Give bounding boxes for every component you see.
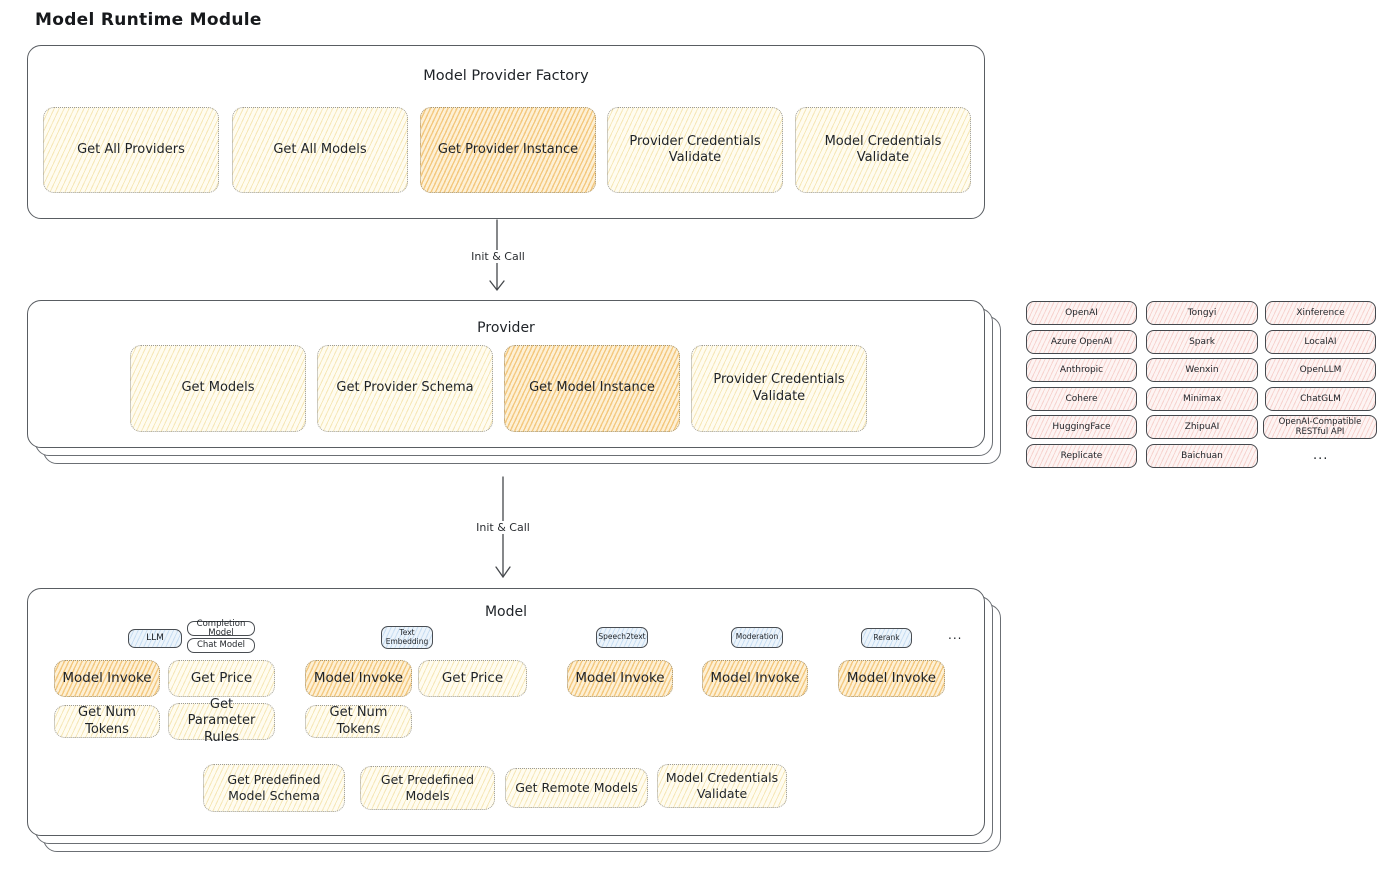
rerank-model-invoke-button[interactable]: Model Invoke: [838, 660, 945, 697]
provider-list-ellipsis: ...: [1313, 448, 1329, 463]
provider-get-models-button[interactable]: Get Models: [130, 345, 306, 432]
factory-model-credentials-validate-button[interactable]: Model Credentials Validate: [795, 107, 971, 193]
llm-get-price-button[interactable]: Get Price: [168, 660, 275, 697]
tag-text-embedding[interactable]: Text Embedding: [381, 626, 433, 649]
provider-panel-title: Provider: [477, 320, 535, 336]
text-embedding-model-invoke-button[interactable]: Model Invoke: [305, 660, 412, 697]
provider-pill-zhipuai[interactable]: ZhipuAI: [1146, 415, 1258, 439]
factory-panel-title: Model Provider Factory: [423, 68, 589, 84]
provider-provider-credentials-validate-button[interactable]: Provider Credentials Validate: [691, 345, 867, 432]
factory-get-all-providers-button[interactable]: Get All Providers: [43, 107, 219, 193]
page-title: Model Runtime Module: [35, 10, 262, 30]
provider-pill-openai[interactable]: OpenAI: [1026, 301, 1137, 325]
provider-pill-cohere[interactable]: Cohere: [1026, 387, 1137, 411]
factory-get-provider-instance-button[interactable]: Get Provider Instance: [420, 107, 596, 193]
provider-pill-baichuan[interactable]: Baichuan: [1146, 444, 1258, 468]
provider-pill-spark[interactable]: Spark: [1146, 330, 1258, 354]
provider-get-model-instance-button[interactable]: Get Model Instance: [504, 345, 680, 432]
provider-pill-chatglm[interactable]: ChatGLM: [1265, 387, 1376, 411]
arrow-label-init-call-1: Init & Call: [467, 250, 529, 263]
model-panel-title: Model: [484, 604, 528, 620]
provider-pill-huggingface[interactable]: HuggingFace: [1026, 415, 1137, 439]
tag-completion-model[interactable]: Completion Model: [187, 620, 255, 637]
llm-model-invoke-button[interactable]: Model Invoke: [54, 660, 160, 697]
provider-pill-tongyi[interactable]: Tongyi: [1146, 301, 1258, 325]
provider-pill-localai[interactable]: LocalAI: [1265, 330, 1376, 354]
model-tags-ellipsis: ...: [948, 628, 963, 642]
provider-pill-openllm[interactable]: OpenLLM: [1265, 358, 1376, 382]
text-embedding-get-price-button[interactable]: Get Price: [418, 660, 527, 697]
get-predefined-models-button[interactable]: Get Predefined Models: [360, 766, 495, 810]
provider-pill-openai-compatible-restful-api[interactable]: OpenAI-Compatible RESTful API: [1263, 415, 1377, 439]
arrow-label-init-call-2: Init & Call: [472, 521, 534, 534]
provider-pill-anthropic[interactable]: Anthropic: [1026, 358, 1137, 382]
tag-rerank[interactable]: Rerank: [861, 628, 912, 648]
provider-get-provider-schema-button[interactable]: Get Provider Schema: [317, 345, 493, 432]
provider-pill-xinference[interactable]: Xinference: [1265, 301, 1376, 325]
tag-speech2text[interactable]: Speech2text: [596, 627, 648, 648]
tag-moderation[interactable]: Moderation: [731, 627, 783, 648]
factory-provider-credentials-validate-button[interactable]: Provider Credentials Validate: [607, 107, 783, 193]
model-credentials-validate-button[interactable]: Model Credentials Validate: [657, 764, 787, 808]
text-embedding-get-num-tokens-button[interactable]: Get Num Tokens: [305, 705, 412, 738]
speech2text-model-invoke-button[interactable]: Model Invoke: [567, 660, 673, 697]
llm-get-num-tokens-button[interactable]: Get Num Tokens: [54, 705, 160, 738]
llm-get-parameter-rules-button[interactable]: Get Parameter Rules: [168, 697, 275, 745]
provider-pill-replicate[interactable]: Replicate: [1026, 444, 1137, 468]
factory-get-all-models-button[interactable]: Get All Models: [232, 107, 408, 193]
provider-pill-wenxin[interactable]: Wenxin: [1146, 358, 1258, 382]
provider-pill-minimax[interactable]: Minimax: [1146, 387, 1258, 411]
get-remote-models-button[interactable]: Get Remote Models: [505, 768, 648, 808]
moderation-model-invoke-button[interactable]: Model Invoke: [702, 660, 808, 697]
get-predefined-model-schema-button[interactable]: Get Predefined Model Schema: [203, 764, 345, 812]
tag-chat-model[interactable]: Chat Model: [187, 638, 255, 653]
tag-llm[interactable]: LLM: [128, 629, 182, 648]
provider-pill-azure-openai[interactable]: Azure OpenAI: [1026, 330, 1137, 354]
